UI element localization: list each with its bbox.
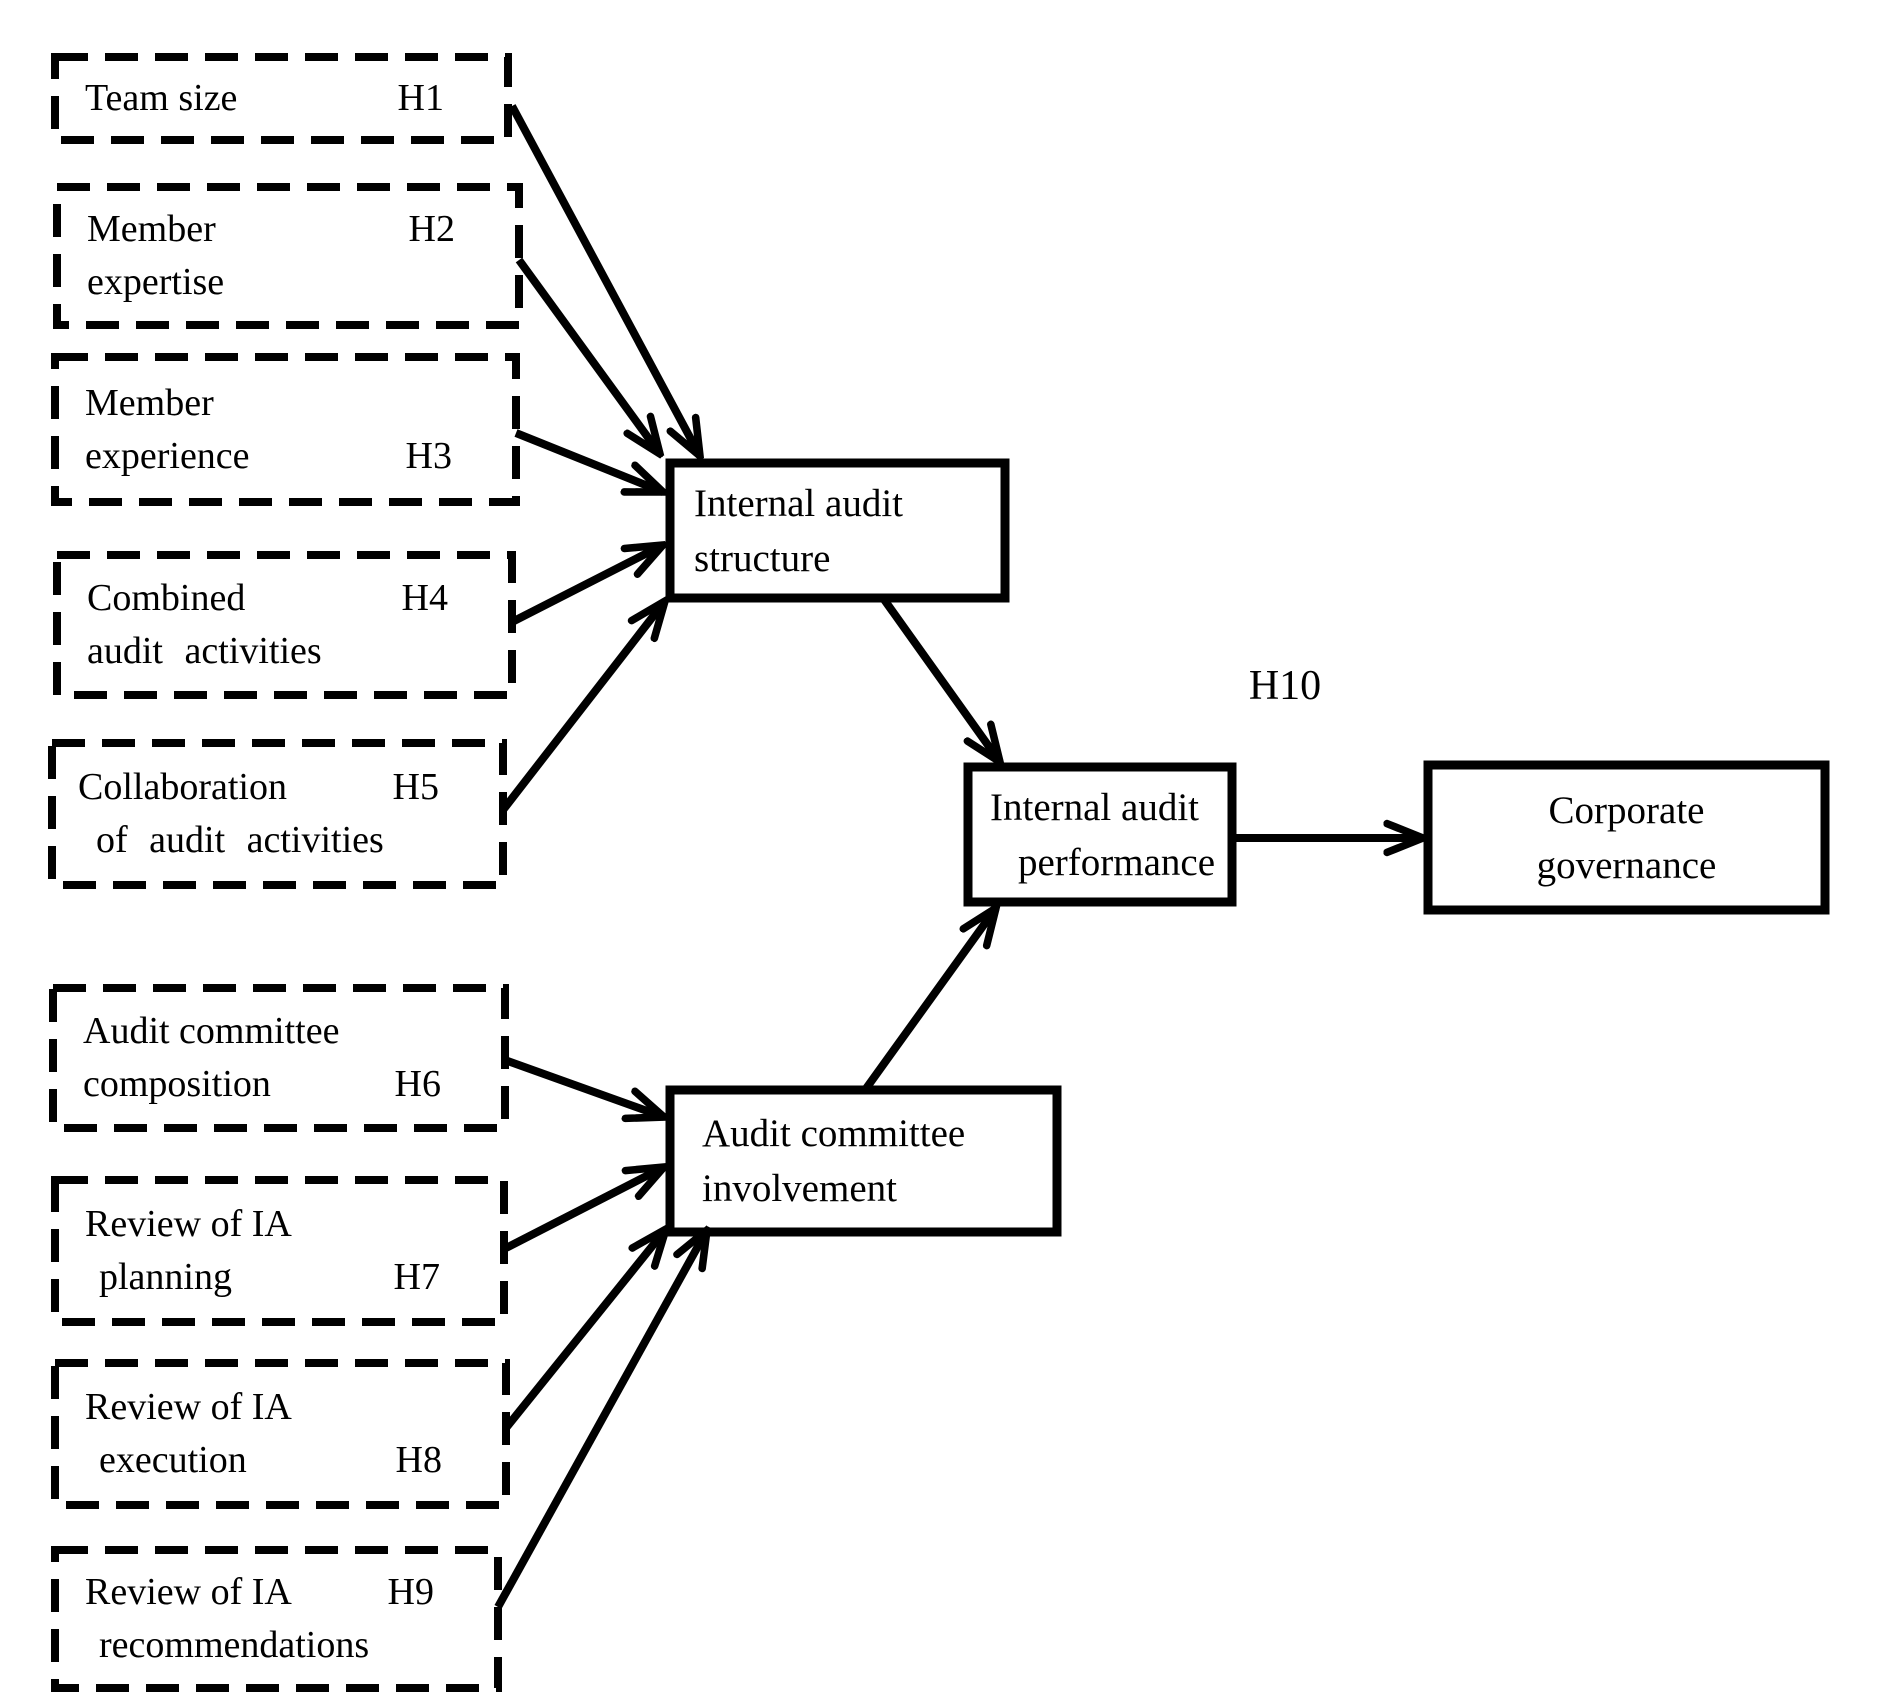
collaboration-box: Collaboration H5 of audit activities	[52, 743, 503, 885]
collaboration-box-border	[48, 739, 507, 889]
hypothesis-h8-label: H8	[395, 1439, 442, 1481]
ac-composition-label-line1: Audit committee	[83, 1010, 340, 1052]
arrow-h9	[494, 1230, 707, 1609]
hypothesis-h6-label: H6	[394, 1063, 441, 1105]
arrow-structure-to-performance	[879, 595, 1000, 762]
hypothesis-h7-label: H7	[393, 1256, 440, 1298]
internal-audit-structure-box: Internal audit structure	[670, 463, 1005, 598]
arrow-involvement-to-performance	[861, 908, 996, 1093]
member-expertise-label-line2: expertise	[87, 261, 225, 303]
arrow-h1	[508, 104, 700, 456]
internal-audit-performance-box-border	[963, 762, 1237, 907]
member-experience-label-line2: experience	[85, 434, 250, 477]
hypothesis-h2-label: H2	[408, 208, 455, 250]
audit-committee-involvement-box: Audit committee involvement	[670, 1090, 1057, 1232]
hypothesis-h3-label: H3	[405, 434, 452, 477]
arrow-h4	[510, 545, 663, 626]
member-expertise-box: Member H2 expertise	[57, 187, 519, 325]
team-size-box-border	[51, 53, 512, 144]
review-execution-label-line2: execution	[99, 1439, 247, 1481]
ac-composition-box: Audit committee composition H6	[53, 988, 505, 1128]
iap-label-line2: performance	[1018, 840, 1216, 884]
review-recommendations-box-border	[51, 1546, 502, 1692]
arrow-h5	[499, 601, 665, 813]
review-execution-box-border	[51, 1359, 510, 1509]
review-planning-box: Review of IA planning H7	[55, 1180, 504, 1322]
member-experience-label-line1: Member	[85, 381, 214, 424]
hypothesis-h4-label: H4	[401, 577, 448, 619]
arrow-h3	[514, 429, 663, 492]
arrow-h2	[515, 257, 660, 454]
hypothesis-h9-label: H9	[387, 1571, 434, 1613]
internal-audit-performance-box: Internal audit performance	[968, 767, 1232, 902]
team-size-label: Team size	[85, 77, 238, 119]
ac-composition-box-border	[49, 984, 509, 1132]
review-execution-label-line1: Review of IA	[85, 1386, 292, 1428]
hypothesis-h10-label: H10	[1248, 663, 1322, 709]
review-planning-label-line1: Review of IA	[85, 1203, 292, 1245]
arrow-h8	[502, 1229, 666, 1431]
review-recommendations-label-line1: Review of IA	[85, 1571, 292, 1613]
member-expertise-label-line1: Member	[87, 208, 216, 250]
combined-audit-label-line1: Combined	[87, 577, 246, 619]
audit-committee-involvement-box-border	[665, 1085, 1062, 1237]
combined-audit-activities-box: Combined H4 audit activities	[57, 555, 512, 695]
aci-label-line1: Audit committee	[702, 1112, 966, 1155]
review-planning-box-border	[51, 1176, 508, 1326]
combined-audit-label-line2: audit activities	[87, 630, 322, 672]
iap-label-line1: Internal audit	[990, 785, 1199, 829]
member-expertise-box-border	[53, 183, 523, 329]
corporate-governance-box: Corporate governance	[1428, 765, 1825, 910]
arrow-h6	[503, 1056, 664, 1117]
cg-label-line2: governance	[1536, 843, 1717, 887]
hypothesis-h5-label: H5	[392, 766, 439, 808]
ac-composition-label-line2: composition	[83, 1063, 271, 1105]
combined-audit-activities-box-border	[53, 551, 516, 699]
hypothesis-h1-label: H1	[397, 77, 444, 119]
ias-label-line1: Internal audit	[694, 481, 903, 525]
aci-label-line2: involvement	[702, 1167, 897, 1210]
review-recommendations-box: Review of IA H9 recommendations	[55, 1550, 498, 1688]
corporate-governance-box-border	[1423, 760, 1830, 915]
collaboration-label-line2: of audit activities	[96, 819, 384, 861]
team-size-box: Team size H1	[55, 57, 508, 140]
internal-audit-structure-box-border	[665, 458, 1010, 603]
member-experience-box-border	[51, 353, 520, 506]
review-recommendations-label-line2: recommendations	[99, 1624, 370, 1666]
member-experience-box: Member experience H3	[55, 357, 516, 502]
ias-label-line2: structure	[694, 536, 831, 580]
arrow-h7	[502, 1167, 664, 1253]
collaboration-label-line1: Collaboration	[78, 766, 287, 808]
review-planning-label-line2: planning	[99, 1256, 232, 1298]
review-execution-box: Review of IA execution H8	[55, 1363, 506, 1505]
cg-label-line1: Corporate	[1548, 788, 1705, 832]
